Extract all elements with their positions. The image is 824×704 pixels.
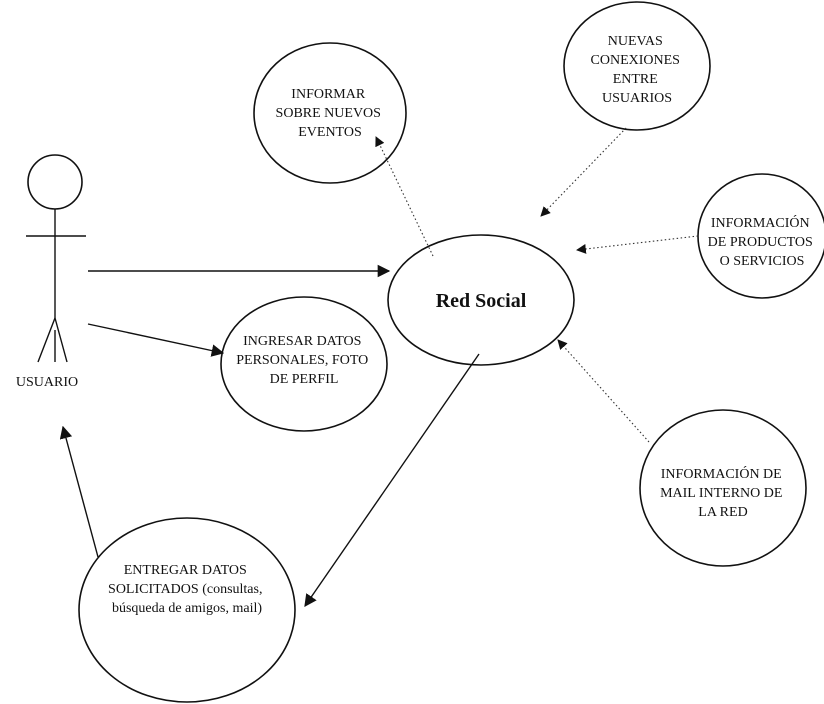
- actor-left-leg: [37, 317, 56, 363]
- use-case-productos-label: INFORMACIÓN DE PRODUCTOS O SERVICIOS: [708, 214, 817, 269]
- dotted-arrow-red-social-to-informar: [375, 136, 434, 257]
- use-case-ingresar-label: INGRESAR DATOS PERSONALES, FOTO DE PERFI…: [236, 334, 372, 387]
- actor-label: USUARIO: [16, 375, 78, 390]
- actor-right-leg: [54, 317, 68, 363]
- use-case-conexiones: NUEVAS CONEXIONES ENTRE USUARIOS: [563, 1, 711, 131]
- use-case-conexiones-ellipse: [563, 1, 711, 131]
- dotted-arrow-mail-interno-to-red-social: [557, 339, 650, 443]
- arrow-entregar-to-usuario: [59, 425, 99, 558]
- use-case-conexiones-label: NUEVAS CONEXIONES ENTRE USUARIOS: [591, 34, 684, 106]
- use-case-ingresar-ellipse: [220, 296, 388, 432]
- use-case-mail-interno-ellipse: [639, 409, 807, 567]
- system-red-social: Red Social: [387, 234, 575, 366]
- use-case-mail-interno-label: INFORMACIÓN DE MAIL INTERNO DE LA RED: [660, 465, 786, 520]
- use-case-informar: INFORMAR SOBRE NUEVOS EVENTOS: [253, 42, 407, 184]
- system-label: Red Social: [436, 290, 527, 312]
- use-case-mail-interno: INFORMACIÓN DE MAIL INTERNO DE LA RED: [639, 409, 807, 567]
- arrow-usuario-to-ingresar: [87, 323, 225, 357]
- use-case-ingresar: INGRESAR DATOS PERSONALES, FOTO DE PERFI…: [220, 296, 388, 432]
- dotted-arrow-productos-to-red-social: [576, 235, 699, 254]
- use-case-informar-label: INFORMAR SOBRE NUEVOS EVENTOS: [276, 87, 385, 140]
- use-case-entregar-ellipse: [78, 517, 296, 703]
- arrow-red-social-to-entregar: [304, 353, 480, 608]
- dotted-arrow-conexiones-to-red-social: [540, 127, 627, 217]
- use-case-informar-ellipse: [253, 42, 407, 184]
- actor-usuario: USUARIO: [16, 154, 86, 390]
- use-case-entregar-label: ENTREGAR DATOS SOLICITADOS (consultas, b…: [108, 563, 266, 616]
- use-case-productos: INFORMACIÓN DE PRODUCTOS O SERVICIOS: [697, 173, 824, 299]
- system-ellipse: [387, 234, 575, 366]
- use-case-entregar: ENTREGAR DATOS SOLICITADOS (consultas, b…: [78, 517, 296, 703]
- actor-head: [27, 154, 83, 210]
